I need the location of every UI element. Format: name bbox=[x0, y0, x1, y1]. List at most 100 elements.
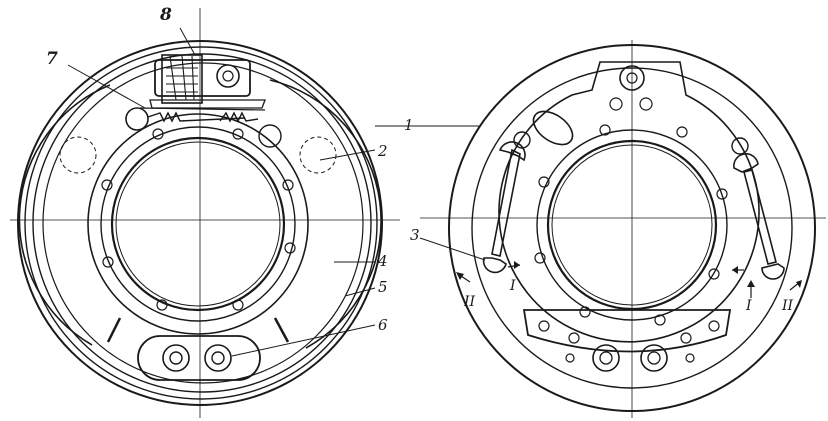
right-wrench bbox=[733, 153, 785, 280]
small-rivet bbox=[685, 353, 695, 363]
mounting-hole bbox=[716, 188, 728, 200]
callout-labels: 8 7 1 2 3 4 5 6 bbox=[46, 5, 420, 334]
left-outer-ring-3 bbox=[32, 53, 372, 393]
bracket-bolt-small bbox=[639, 97, 653, 111]
mounting-hole bbox=[232, 128, 244, 140]
left-center-bore-inner bbox=[115, 141, 281, 307]
mounting-hole bbox=[579, 306, 591, 318]
direction-labels: II I I II bbox=[463, 278, 794, 314]
wrench-head-bottom bbox=[761, 263, 785, 280]
upper-spring-right bbox=[219, 111, 259, 123]
lower-bracket-outline bbox=[522, 309, 732, 353]
cylinder-base bbox=[149, 99, 266, 109]
direction-left-I: I bbox=[509, 278, 516, 294]
anchor-plate-outline bbox=[137, 335, 261, 381]
left-plate-outer bbox=[87, 113, 309, 335]
callout-1: 1 bbox=[404, 116, 414, 134]
small-rivet bbox=[538, 320, 550, 332]
right-center-bore bbox=[546, 139, 718, 311]
right-mounting-holes bbox=[534, 124, 728, 326]
leader-5 bbox=[344, 287, 376, 297]
wrench-head-bottom bbox=[482, 257, 507, 274]
small-rivet bbox=[680, 332, 692, 344]
leader-8 bbox=[179, 27, 196, 56]
right-dashed-cutout bbox=[299, 136, 337, 174]
callout-2: 2 bbox=[377, 142, 388, 160]
cylinder-hatching-v bbox=[169, 55, 195, 101]
callout-6: 6 bbox=[378, 316, 388, 334]
mounting-hole bbox=[232, 299, 244, 311]
lower-anchor-plate bbox=[106, 317, 290, 381]
arrow-right-I-up-head bbox=[747, 280, 755, 287]
lower-anchor-bracket bbox=[522, 309, 732, 372]
right-brake-assembly bbox=[420, 40, 826, 418]
left-outer-ring-4 bbox=[42, 62, 364, 384]
mounting-hole bbox=[599, 124, 611, 136]
right-outer-ring-2 bbox=[471, 67, 793, 389]
shoe-lower-end-left bbox=[106, 317, 122, 343]
eccentric-right bbox=[731, 137, 749, 155]
left-outer-ring bbox=[17, 40, 383, 406]
left-shoe-pin bbox=[125, 107, 149, 131]
left-outer-ring-2 bbox=[24, 46, 378, 400]
left-shoe-arc bbox=[18, 84, 111, 346]
mounting-hole bbox=[708, 268, 720, 280]
callout-4: 4 bbox=[377, 252, 388, 270]
mounting-hole bbox=[654, 314, 666, 326]
mounting-hole bbox=[284, 242, 296, 254]
arrow-right-I-head bbox=[732, 266, 738, 274]
direction-right-II: II bbox=[781, 298, 794, 314]
left-wrench bbox=[482, 141, 526, 274]
mounting-hole bbox=[676, 126, 688, 138]
callout-8: 8 bbox=[159, 5, 172, 25]
left-center-bore bbox=[110, 136, 286, 312]
callout-3: 3 bbox=[410, 226, 420, 244]
cylinder-bleeder-inner bbox=[222, 70, 234, 82]
right-plate bbox=[498, 61, 760, 343]
bracket-bolt-inner bbox=[626, 72, 638, 84]
anchor-pin-left bbox=[162, 344, 190, 372]
left-brake-assembly bbox=[10, 8, 486, 418]
mounting-hole bbox=[102, 256, 114, 268]
callout-5: 5 bbox=[378, 278, 388, 296]
lower-bolt-right-inner bbox=[647, 351, 661, 365]
left-mounting-holes bbox=[101, 128, 296, 311]
bracket-bolt bbox=[619, 65, 645, 91]
leader-2 bbox=[319, 149, 376, 161]
small-rivet bbox=[708, 320, 720, 332]
oval-cutout bbox=[532, 110, 574, 146]
mounting-hole bbox=[282, 179, 294, 191]
arrow-right-II-head bbox=[796, 280, 802, 288]
mounting-hole bbox=[156, 299, 168, 311]
anchor-pin-right bbox=[204, 344, 232, 372]
leader-6 bbox=[231, 324, 376, 357]
mounting-hole bbox=[538, 176, 550, 188]
mounting-hole bbox=[534, 252, 546, 264]
arrow-left-II-head bbox=[456, 272, 464, 280]
wrench-head-top bbox=[733, 153, 759, 173]
direction-right-I: I bbox=[745, 298, 752, 314]
wrench-handle bbox=[743, 169, 777, 265]
anchor-pin-right-inner bbox=[211, 351, 225, 365]
lower-bolt-right bbox=[640, 344, 668, 372]
cylinder-housing bbox=[161, 54, 203, 104]
right-shoe-pin bbox=[258, 124, 282, 148]
mounting-hole bbox=[101, 179, 113, 191]
left-plate-mid bbox=[100, 126, 296, 322]
upper-spring-7 bbox=[147, 111, 246, 123]
anchor-pin-left-inner bbox=[169, 351, 183, 365]
small-rivet bbox=[568, 332, 580, 344]
lower-bolt-left-inner bbox=[599, 351, 613, 365]
arrow-left-I-head bbox=[514, 261, 520, 269]
callout-7: 7 bbox=[46, 49, 58, 69]
leader-7 bbox=[67, 64, 146, 109]
small-rivet bbox=[565, 353, 575, 363]
right-center-bore-inner bbox=[551, 144, 713, 306]
left-dashed-cutout bbox=[59, 136, 97, 174]
direction-left-II: II bbox=[463, 294, 476, 310]
lower-bolt-left bbox=[592, 344, 620, 372]
shoe-lower-end-right bbox=[273, 317, 290, 343]
bracket-bolt-small bbox=[609, 97, 623, 111]
